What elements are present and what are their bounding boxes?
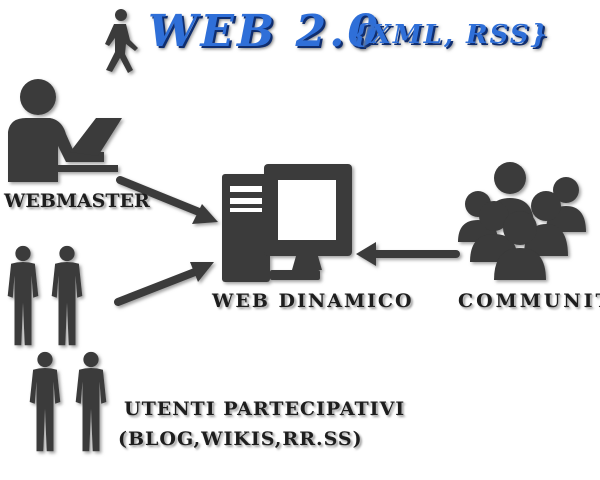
arrow-webmaster-to-web (116, 176, 208, 218)
label-utenti-partecipativi: UTENTI PARTECIPATIVI (124, 398, 406, 420)
title-main: WEB 2.0 (148, 6, 382, 57)
label-blog-wikis: (BLOG,WIKIS,RR.SS) (118, 428, 363, 450)
standing-people-icon (7, 245, 107, 452)
person-at-laptop-icon (8, 79, 122, 182)
walking-person-icon (105, 9, 138, 73)
label-web-dinamico: WEB DINAMICO (212, 290, 414, 312)
crowd-icon (458, 162, 586, 280)
label-webmaster: WEBMASTER (4, 190, 150, 212)
label-community: COMMUNITY (458, 290, 600, 312)
desktop-computer-icon (222, 164, 352, 282)
title-sub: {XML, RSS} (352, 20, 550, 50)
arrows (114, 176, 460, 306)
arrow-users-to-web (114, 266, 204, 306)
